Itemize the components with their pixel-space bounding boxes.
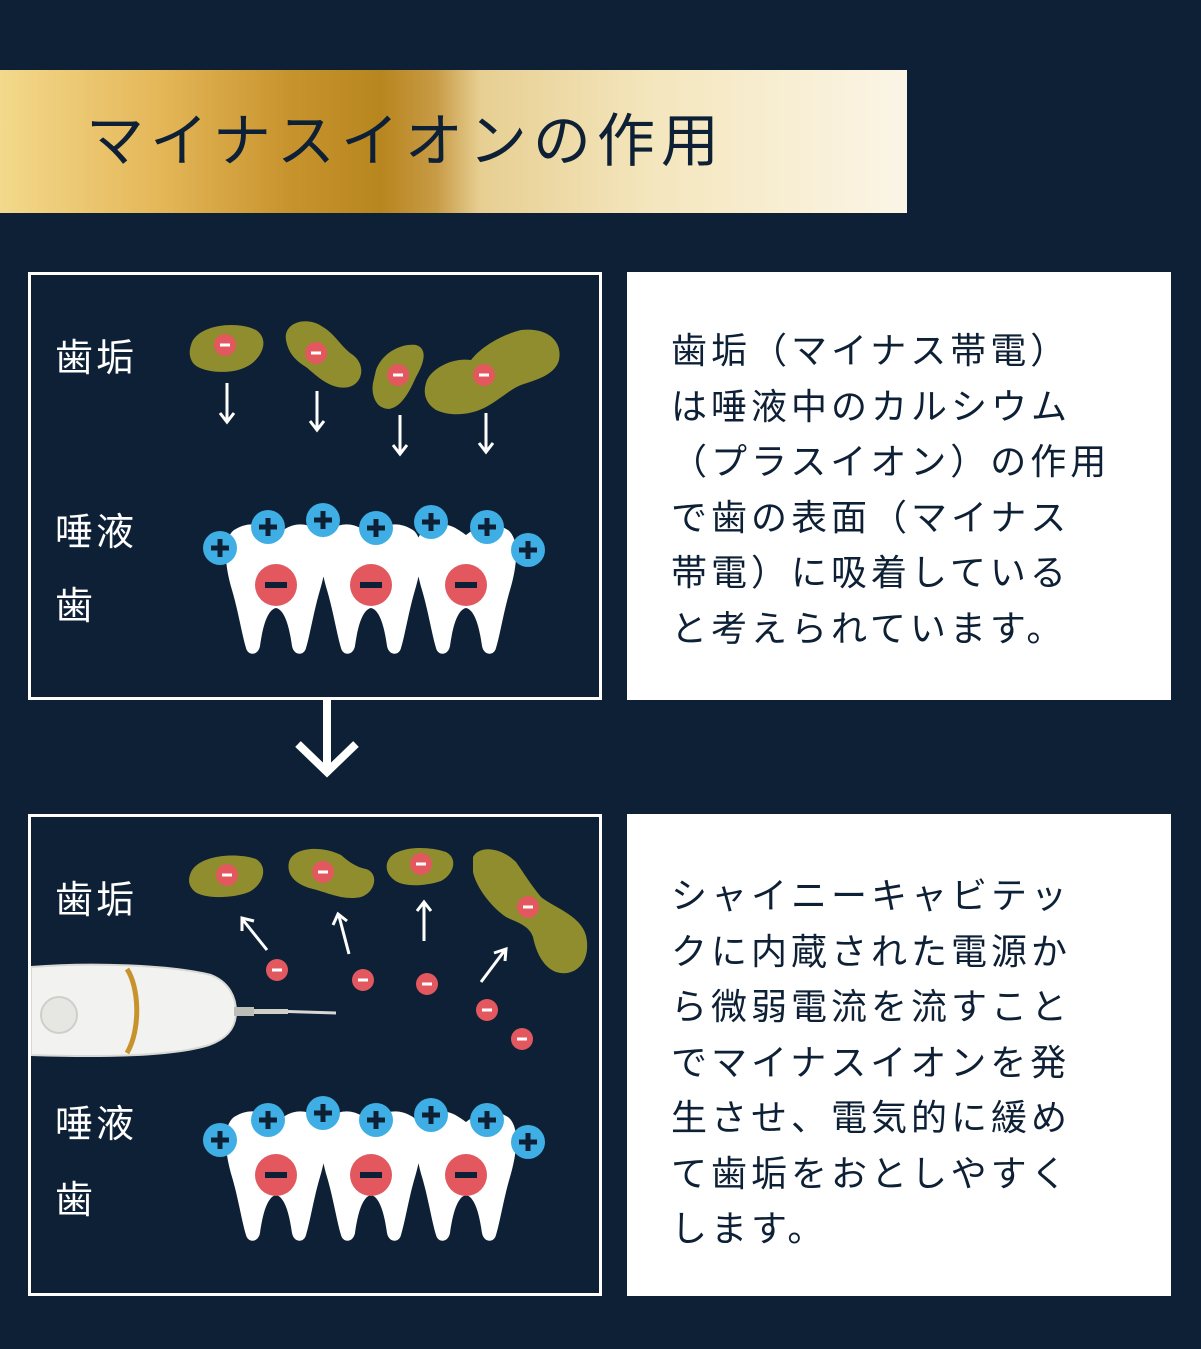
title-banner: マイナスイオンの作用	[0, 70, 907, 213]
diagram-before-svg	[189, 321, 560, 654]
arrow-down-icon	[218, 383, 236, 425]
diagram-panel-after: 歯垢 唾液 歯	[28, 814, 602, 1296]
plus-ion-icon	[470, 510, 504, 544]
explanation-box-before: 歯垢（マイナス帯電） は唾液中のカルシウム （プラスイオン）の作用 で歯の表面（…	[627, 272, 1171, 700]
plaque-label: 歯垢	[55, 336, 138, 380]
minus-ion-icon	[410, 853, 432, 875]
arrow-up-icon	[240, 916, 269, 951]
plus-ion-icon	[359, 511, 393, 545]
arrow-up-icon	[479, 946, 508, 983]
arrow-down-icon	[477, 413, 495, 455]
scaler-device-icon	[31, 963, 337, 1057]
diagram-panel-before: 歯垢 唾液 歯	[28, 272, 602, 700]
plus-ion-icon	[511, 533, 545, 567]
plus-ion-icon	[470, 1103, 504, 1137]
explanation-box-after: シャイニーキャビテッ クに内蔵された電源か ら微弱電流を流すこと でマイナスイオ…	[627, 814, 1171, 1296]
plus-ion-icon	[511, 1125, 545, 1159]
arrow-up-icon	[331, 911, 351, 955]
minus-ion-icon	[350, 1154, 392, 1196]
text-line: （プラスイオン）の作用	[671, 442, 1111, 483]
minus-ion-icon	[473, 364, 495, 386]
page-title: マイナスイオンの作用	[86, 107, 725, 175]
minus-ion-icon	[416, 973, 438, 995]
text-line: シャイニーキャビテッ	[671, 876, 1072, 917]
arrow-up-icon	[415, 899, 433, 941]
plus-ion-icon	[203, 1123, 237, 1157]
minus-ion-icon	[511, 1028, 533, 1050]
plaque-label: 歯垢	[55, 878, 138, 922]
plus-ion-icon	[414, 505, 448, 539]
text-line: と考えられています。	[671, 608, 1067, 650]
minus-ion-icon	[387, 364, 409, 386]
text-line: クに内蔵された電源か	[671, 931, 1072, 973]
tooth-label: 歯	[55, 1178, 97, 1222]
text-line: で歯の表面（マイナス	[671, 497, 1071, 539]
plus-ion-icon	[414, 1098, 448, 1132]
plus-ion-icon	[306, 503, 340, 537]
text-line: 帯電）に吸着している	[671, 553, 1070, 594]
text-line: ら微弱電流を流すこと	[671, 987, 1072, 1028]
saliva-label: 唾液	[55, 1102, 138, 1146]
minus-ion-icon	[352, 969, 374, 991]
plus-ion-icon	[203, 531, 237, 565]
tooth-label: 歯	[55, 584, 97, 628]
plus-ion-icon	[306, 1096, 340, 1130]
saliva-label: 唾液	[55, 510, 138, 554]
minus-ion-icon	[216, 864, 238, 886]
minus-ion-icon	[305, 342, 327, 364]
minus-ion-icon	[255, 564, 297, 606]
minus-ion-icon	[445, 1154, 487, 1196]
text-line: て歯垢をおとしやすく	[671, 1153, 1071, 1195]
plus-ion-icon	[251, 1103, 285, 1137]
minus-ion-icon	[476, 999, 498, 1021]
minus-ion-icon	[266, 959, 288, 981]
text-line: 生させ、電気的に緩め	[671, 1098, 1072, 1139]
text-line: します。	[671, 1209, 828, 1250]
minus-ion-icon	[214, 334, 236, 356]
text-line: は唾液中のカルシウム	[671, 386, 1072, 428]
plus-ion-icon	[251, 510, 285, 544]
text-line: 歯垢（マイナス帯電）	[671, 331, 1071, 372]
minus-ion-icon	[350, 564, 392, 606]
diagram-after-svg	[31, 847, 588, 1241]
minus-ion-icon	[312, 861, 334, 883]
plus-ion-icon	[359, 1103, 393, 1137]
minus-ion-icon	[517, 896, 539, 918]
text-line: でマイナスイオンを発	[671, 1042, 1071, 1084]
chevron-down-icon	[295, 700, 359, 778]
arrow-down-icon	[308, 391, 326, 433]
minus-ion-icon	[445, 564, 487, 606]
arrow-down-icon	[391, 415, 409, 457]
minus-ion-icon	[255, 1154, 297, 1196]
